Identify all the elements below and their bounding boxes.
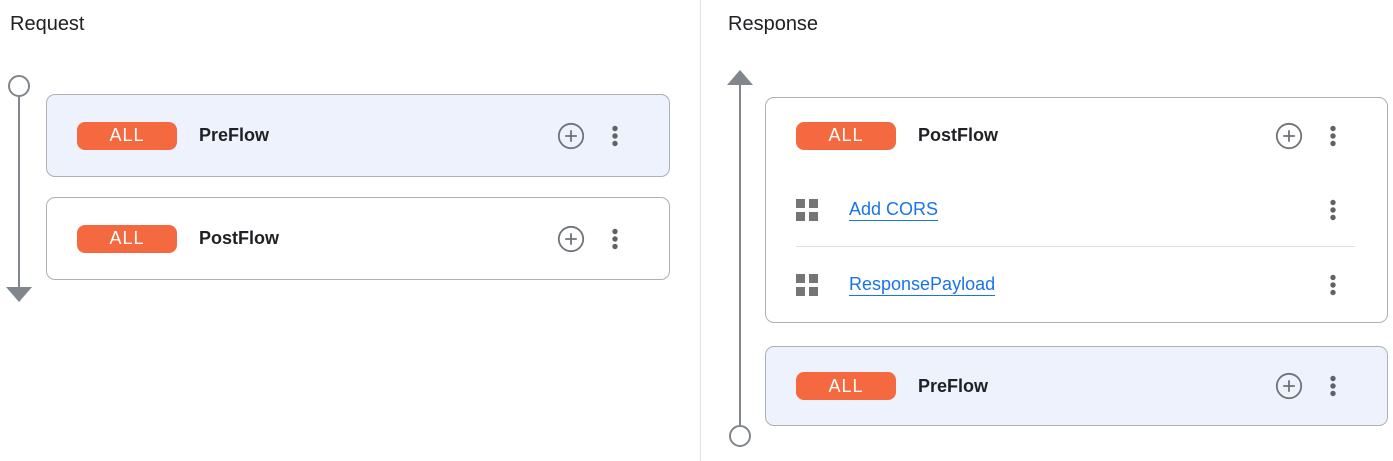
policy-menu-button[interactable] [1321,271,1345,299]
kebab-icon [612,125,618,146]
kebab-icon [1330,199,1336,220]
flow-menu-button[interactable] [603,122,627,150]
response-preflow-card[interactable]: ALL PreFlow [765,346,1388,426]
request-preflow-card[interactable]: ALL PreFlow [46,94,670,177]
timeline-end-circle-icon [729,425,751,447]
policy-menu-button[interactable] [1321,196,1345,224]
policy-row: ResponsePayload [766,247,1387,322]
policy-link[interactable]: ResponsePayload [849,274,996,294]
add-policy-button[interactable] [557,225,585,253]
policy-link[interactable]: Add CORS [849,199,939,219]
plus-circle-icon [557,122,585,149]
flow-header: ALL PostFlow [766,98,1387,173]
flow-menu-button[interactable] [1321,122,1345,150]
kebab-icon [612,228,618,249]
timeline-start-circle-icon [8,75,30,97]
arrow-up-icon [727,70,753,85]
flow-name: PreFlow [199,125,270,145]
add-policy-button[interactable] [557,122,585,150]
timeline-line [739,85,741,425]
arrow-down-icon [6,287,32,302]
flow-menu-button[interactable] [603,225,627,253]
timeline-line [18,96,20,287]
condition-badge: ALL [77,224,177,253]
flow-header: ALL PreFlow [47,95,669,176]
condition-badge: ALL [796,372,896,400]
policy-grid-icon [796,273,818,296]
plus-circle-icon [1275,372,1303,400]
flow-name: PostFlow [199,228,279,248]
response-postflow-card[interactable]: ALL PostFlow [765,97,1388,323]
plus-circle-icon [1275,122,1303,149]
flow-name: PreFlow [918,375,989,396]
flow-menu-button[interactable] [1321,372,1345,400]
row-divider [796,246,1355,247]
flow-name: PostFlow [918,125,998,145]
panel-divider [700,0,701,461]
kebab-icon [1330,274,1336,295]
condition-badge: ALL [77,121,177,150]
flow-header: ALL PreFlow [766,347,1387,425]
add-policy-button[interactable] [1275,372,1303,400]
kebab-icon [1330,375,1336,397]
plus-circle-icon [557,225,585,252]
add-policy-button[interactable] [1275,122,1303,150]
panel-title-request: Request [10,13,85,35]
policy-grid-icon [796,198,818,221]
policy-row: Add CORS [766,173,1387,246]
condition-badge: ALL [796,121,896,150]
flow-header: ALL PostFlow [47,198,669,279]
kebab-icon [1330,125,1336,146]
request-postflow-card[interactable]: ALL PostFlow [46,197,670,280]
panel-title-response: Response [728,13,819,35]
